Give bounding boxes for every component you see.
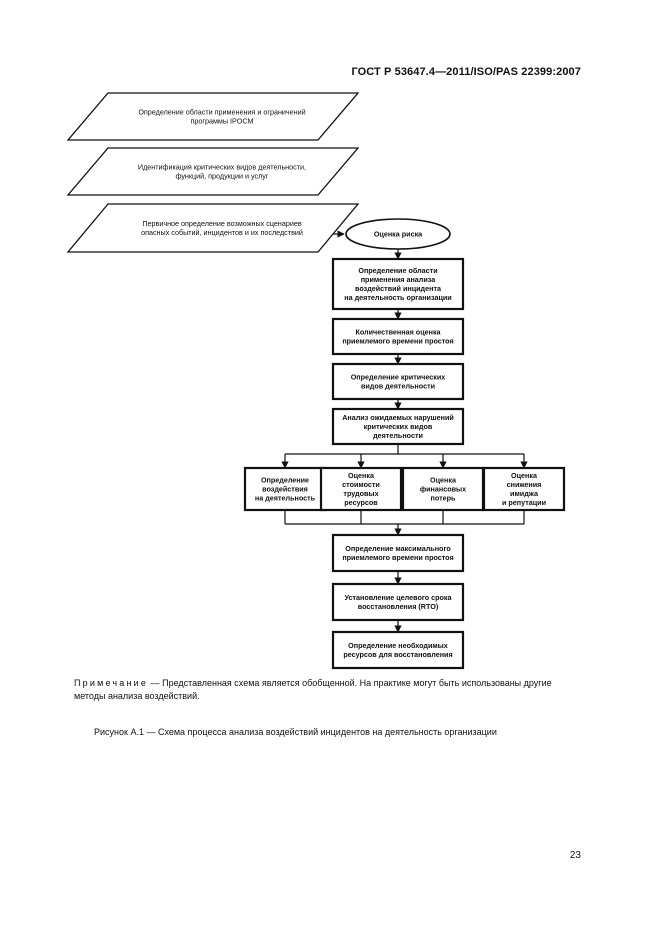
parallelogram-1-label-line-1: Определение области применения и огранич…	[138, 108, 305, 117]
step-2-label-line-2: приемлемого времени простоя	[342, 337, 453, 346]
branch-3-label-line-1: Оценка	[430, 476, 457, 485]
parallelogram-3-label-line-2: опасных событий, инцидентов и их последс…	[141, 228, 303, 237]
branch-4-label-line-1: Оценка	[511, 471, 538, 480]
step-box-1	[331, 257, 465, 311]
figure-note: Примечание — Представленная схема являет…	[74, 677, 584, 703]
step-4-label-line-1: Анализ ожидаемых нарушений	[342, 413, 454, 422]
branch-2-label-line-2: стоимости	[342, 480, 380, 489]
note-text: — Представленная схема является обобщенн…	[74, 678, 552, 701]
step-3-label-line-2: видов деятельности	[361, 382, 435, 391]
parallelogram-1	[66, 92, 360, 141]
note-lead: Примечание	[74, 678, 149, 688]
parallelogram-2-label-line-2: функций, продукции и услуг	[175, 172, 268, 181]
branch-3-label-line-2: финансовых	[420, 485, 466, 494]
branch-2-label-line-4: ресурсов	[344, 498, 378, 507]
step-4-label-line-2: критических видов	[364, 422, 433, 431]
parallelogram-2	[66, 147, 360, 196]
risk-assessment-label-line-1: Оценка риска	[374, 230, 423, 239]
final-box-2	[331, 582, 465, 622]
branch-box-2	[319, 466, 403, 512]
step-4-label-line-3: деятельности	[373, 431, 423, 440]
branch-1-label-line-2: воздействия	[262, 485, 308, 494]
branch-box-1	[243, 466, 327, 512]
final-3-label-line-2: ресурсов для восстановления	[343, 650, 452, 659]
branch-1-label-line-3: на деятельность	[255, 494, 316, 503]
step-1-label-line-1: Определение области	[358, 266, 437, 275]
final-1-label-line-2: приемлемого времени простоя	[342, 553, 453, 562]
final-2-label-line-2: восстановления (RTO)	[358, 602, 439, 611]
step-1-label-line-2: применения анализа	[361, 275, 437, 284]
branch-4-label-line-2: снижения	[507, 480, 542, 489]
branch-box-4	[482, 466, 566, 512]
step-2-label-line-1: Количественная оценка	[355, 328, 441, 337]
branch-4-label-line-4: и репутации	[502, 498, 546, 507]
step-1-label-line-4: на деятельность организации	[344, 293, 451, 302]
branch-4-label-line-3: имиджа	[510, 489, 539, 498]
risk-assessment-oval	[345, 218, 451, 250]
step-box-4	[331, 407, 465, 446]
branch-2-label-line-1: Оценка	[348, 471, 375, 480]
page-number: 23	[569, 850, 581, 861]
parallelogram-3	[66, 203, 360, 253]
branch-2-label-line-3: трудовых	[343, 489, 378, 498]
step-1-label-line-3: воздействий инцидента	[355, 284, 442, 293]
final-2-label-line-1: Установление целевого срока	[344, 593, 452, 602]
final-3-label-line-1: Определение необходимых	[348, 641, 448, 650]
parallelogram-2-label-line-1: Идентификация критических видов деятельн…	[138, 163, 306, 172]
final-1-label-line-1: Определение максимального	[345, 544, 451, 553]
step-box-3	[331, 362, 465, 401]
branch-1-label-line-1: Определение	[261, 476, 309, 485]
step-3-label-line-1: Определение критических	[351, 373, 446, 382]
impact-analysis-flowchart: Определение области применения и огранич…	[66, 92, 566, 670]
final-box-3	[331, 630, 465, 670]
final-box-1	[331, 533, 465, 573]
step-box-2	[331, 317, 465, 356]
parallelogram-1-label-line-2: программы IPOCM	[190, 117, 253, 126]
branch-3-label-line-3: потерь	[431, 494, 456, 503]
figure-caption: Рисунок А.1 — Схема процесса анализа воз…	[94, 727, 497, 737]
parallelogram-3-label-line-1: Первичное определение возможных сценарие…	[142, 219, 301, 228]
document-header: ГОСТ Р 53647.4—2011/ISO/PAS 22399:2007	[351, 66, 581, 78]
